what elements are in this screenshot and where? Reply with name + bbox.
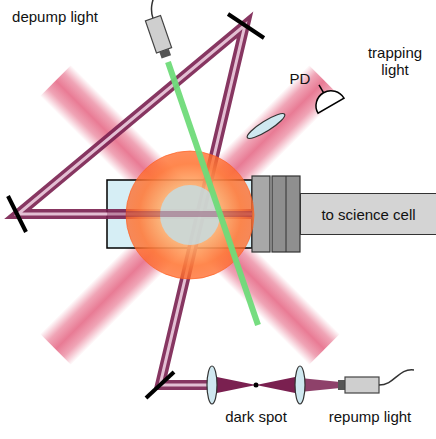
mirror — [146, 372, 174, 398]
vacuum-tube: to science cell — [300, 193, 436, 235]
beam-label: trapping light — [360, 44, 430, 78]
beam-label: depump light — [10, 8, 100, 25]
beam-cone — [212, 376, 256, 394]
flange — [272, 176, 300, 252]
node-label: to science cell — [321, 206, 415, 223]
mirror — [8, 196, 26, 232]
dark-spot — [254, 383, 259, 388]
beam-label: repump light — [315, 408, 425, 425]
fiber-coupler — [132, 0, 181, 60]
beam-label: PD — [280, 70, 320, 87]
beam-cone — [256, 376, 300, 394]
depump-beam — [168, 62, 258, 325]
lens — [207, 366, 217, 404]
mirror — [228, 14, 264, 38]
flange — [252, 176, 270, 252]
lens — [295, 366, 305, 404]
fiber-coupler — [338, 370, 414, 393]
lens — [245, 110, 288, 142]
photodiode — [306, 77, 344, 113]
beam-label: dark spot — [211, 408, 301, 425]
